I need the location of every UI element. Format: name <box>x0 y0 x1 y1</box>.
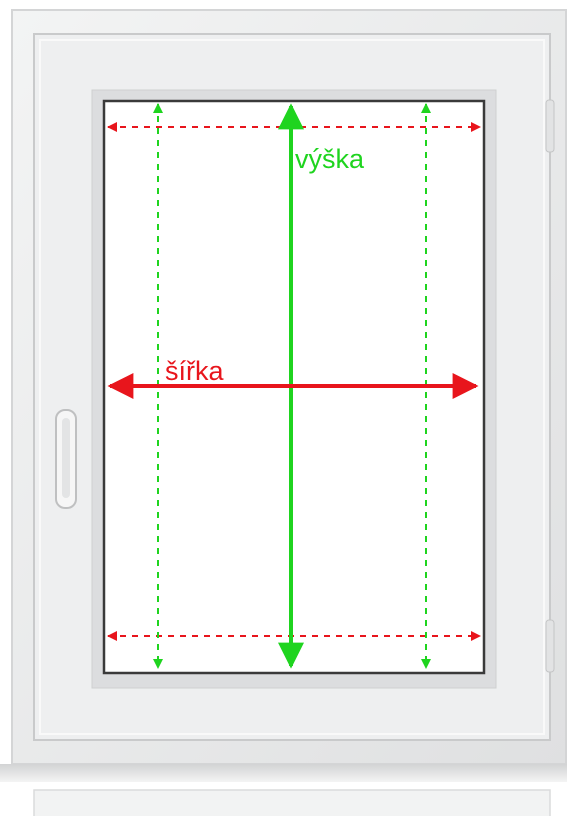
height-label: výška <box>295 144 365 174</box>
sash-inner-bevel <box>39 39 545 735</box>
hinge-icon <box>545 99 555 673</box>
window-sill-shadow <box>0 764 567 782</box>
width-label: šířka <box>165 356 224 386</box>
window-handle-icon <box>55 409 77 509</box>
lower-frame <box>33 789 551 816</box>
